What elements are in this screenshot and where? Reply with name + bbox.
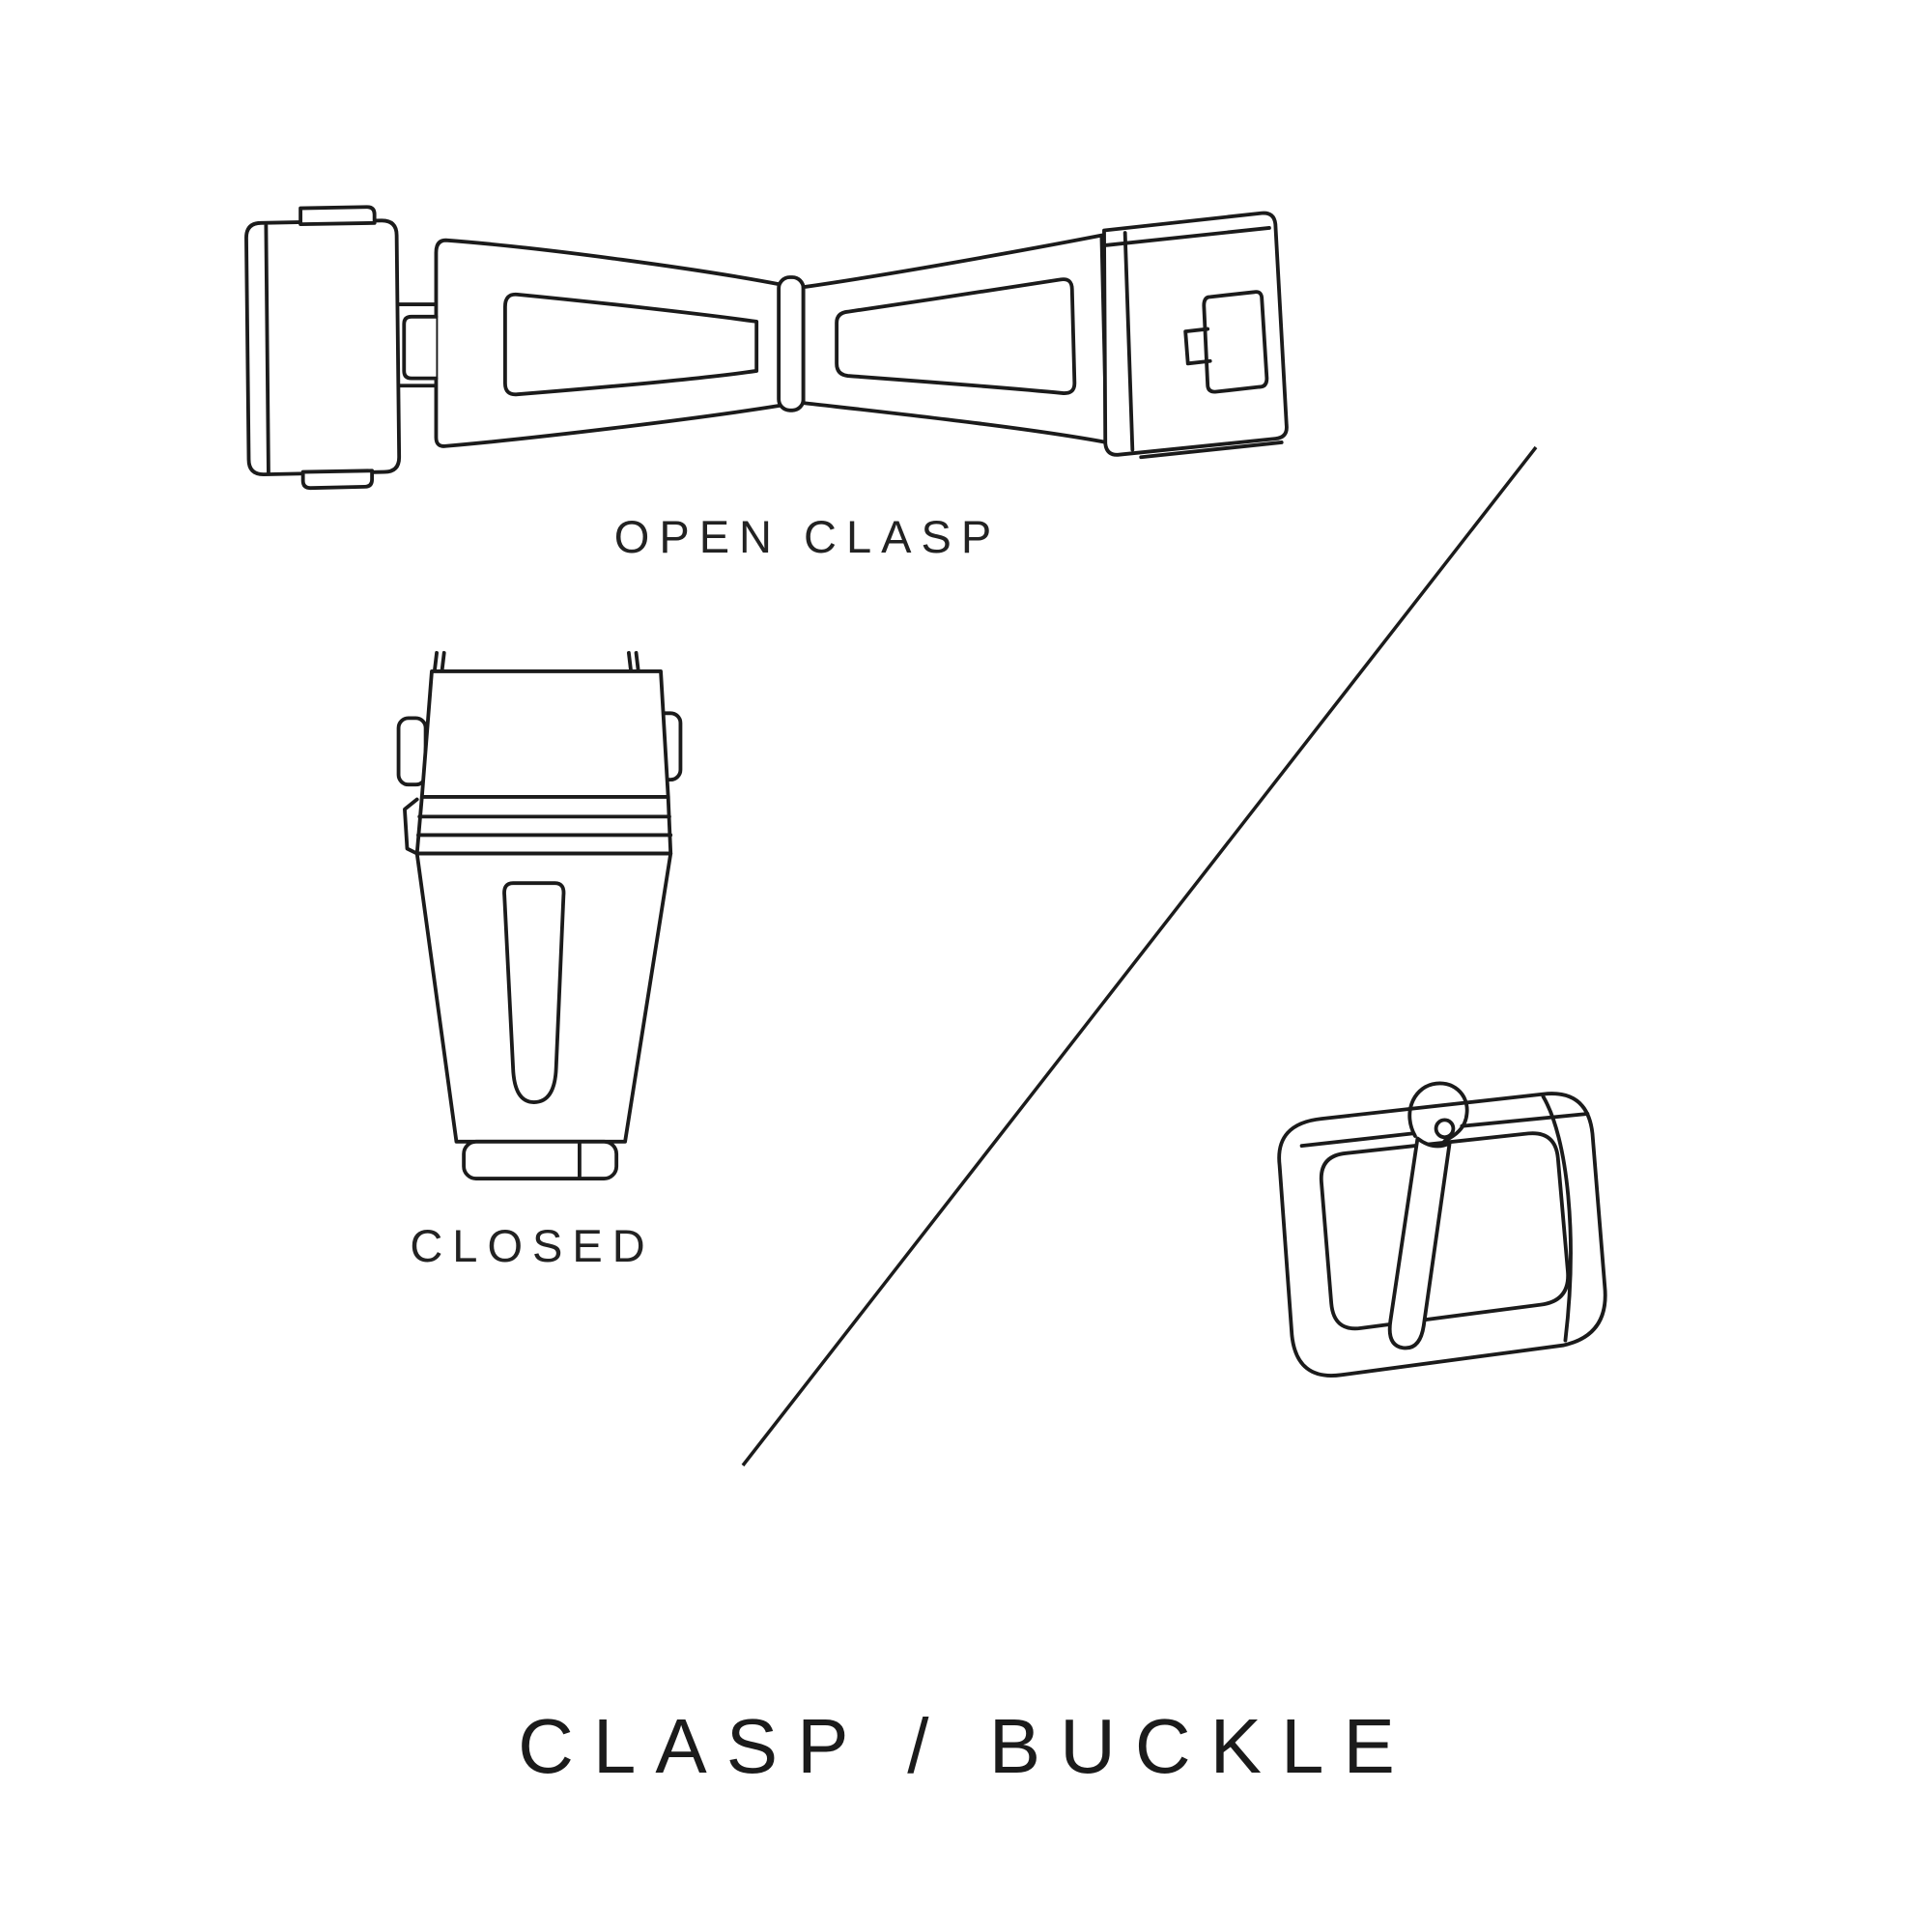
open-clasp-illustration xyxy=(244,205,1289,491)
page-title: CLASP / BUCKLE xyxy=(518,1703,1414,1789)
closed-clasp-illustration xyxy=(396,650,683,1180)
open-clasp-label: OPEN CLASP xyxy=(613,511,1002,562)
pin-buckle-illustration xyxy=(1277,1081,1607,1378)
closed-clasp-label: CLOSED xyxy=(410,1220,655,1271)
